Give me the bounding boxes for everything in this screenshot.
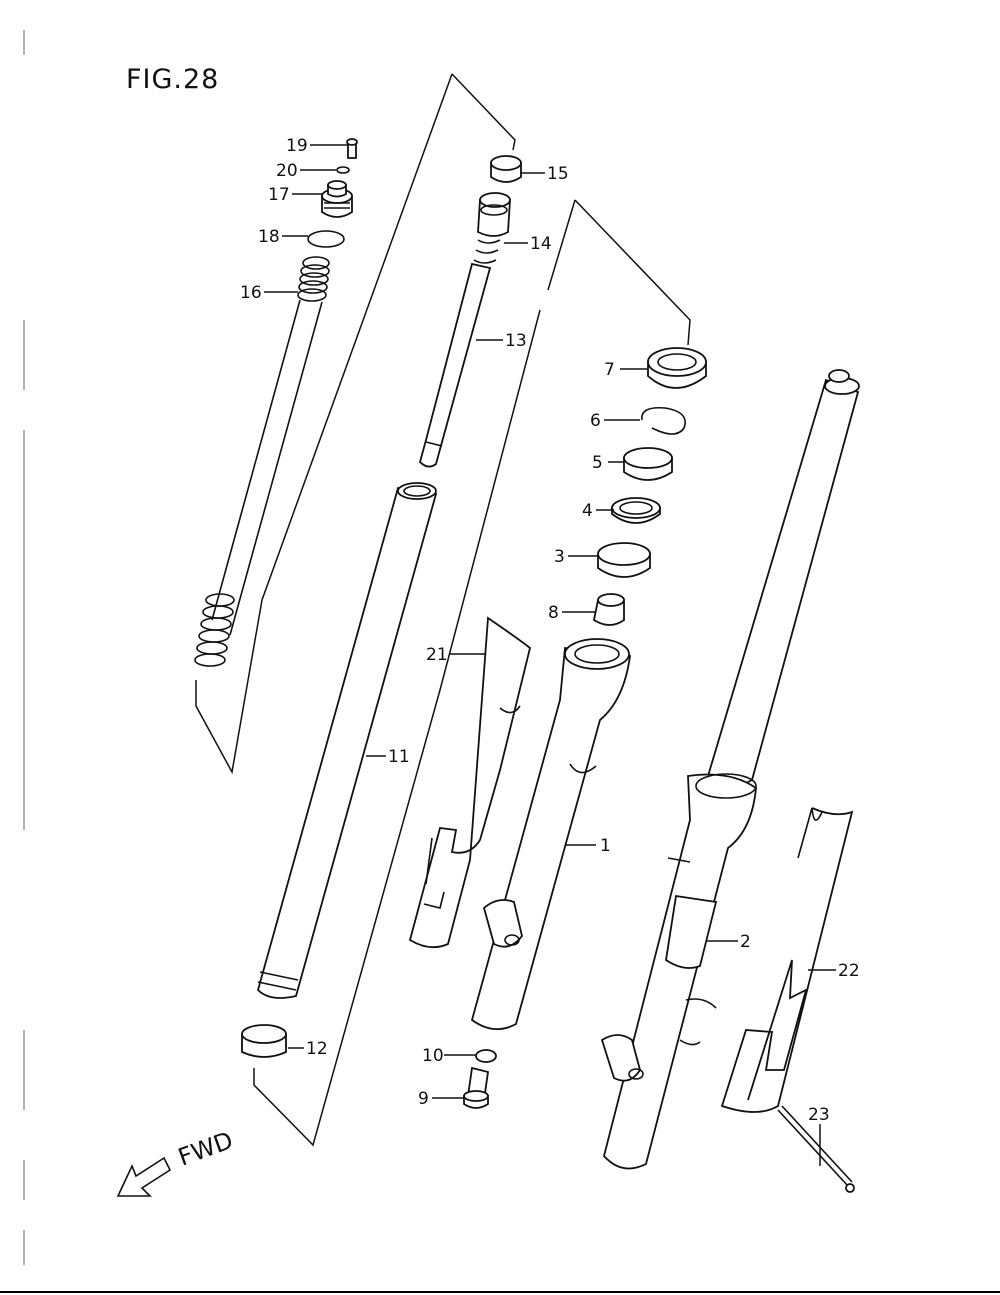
callout-17: 17 (268, 185, 290, 205)
callout-16: 16 (240, 283, 262, 303)
callout-19: 19 (286, 136, 308, 156)
callout-9: 9 (418, 1089, 429, 1109)
part-20-small-o-ring (336, 166, 350, 174)
callout-13: 13 (505, 331, 527, 351)
callout-6: 6 (590, 411, 601, 431)
callout-8: 8 (548, 603, 559, 623)
callout-23: 23 (808, 1105, 830, 1125)
callout-20: 20 (276, 161, 298, 181)
callout-3: 3 (554, 547, 565, 567)
part-21-fork-protector (408, 616, 532, 949)
forward-direction-indicator: FWD (116, 1126, 237, 1197)
part-14-rebound-spring (473, 192, 511, 264)
callout-1: 1 (600, 836, 611, 856)
callout-2: 2 (740, 932, 751, 952)
callout-5: 5 (592, 453, 603, 473)
callout-14: 14 (530, 234, 552, 254)
fwd-label: FWD (174, 1126, 236, 1171)
part-11-inner-tube (256, 482, 438, 999)
part-7-dust-seal (647, 347, 707, 389)
part-18-o-ring (307, 230, 345, 248)
callout-12: 12 (306, 1039, 328, 1059)
part-16-fork-spring (194, 256, 330, 667)
callout-7: 7 (604, 360, 615, 380)
callout-leaders (264, 144, 836, 1166)
callout-15: 15 (547, 164, 569, 184)
part-13-damper-rod (418, 262, 492, 468)
figure-title: FIG.28 (126, 64, 219, 95)
part-6-stopper-ring (641, 406, 686, 435)
callout-21: 21 (426, 645, 448, 665)
scan-edge-marks (0, 30, 1000, 1293)
part-15-ring (490, 155, 522, 183)
part-4-washer (611, 497, 661, 524)
part-2-outer-tube-right (600, 369, 860, 1170)
part-8-oil-lock-piece (592, 593, 625, 626)
fwd-arrow-icon (116, 1156, 172, 1197)
part-17-cap-bolt (321, 180, 353, 218)
callout-22: 22 (838, 961, 860, 981)
part-10-gasket (475, 1049, 497, 1063)
callout-10: 10 (422, 1046, 444, 1066)
callout-labels: 1 2 3 4 5 6 7 8 9 10 11 12 13 14 15 16 1… (240, 136, 860, 1125)
part-1-outer-tube-left (470, 638, 632, 1030)
inner-tube-assembly-outline (195, 73, 691, 1147)
callout-18: 18 (258, 227, 280, 247)
callout-4: 4 (582, 501, 593, 521)
part-12-bushing (241, 1024, 287, 1058)
part-3-guide-bushing (597, 542, 651, 578)
callout-11: 11 (388, 747, 410, 767)
part-19-air-valve-screw (346, 138, 358, 159)
part-22-fork-protector-right (720, 807, 854, 1113)
part-5-oil-seal (623, 447, 673, 481)
part-23-wire-band (777, 1105, 855, 1193)
part-9-bolt (463, 1066, 490, 1109)
